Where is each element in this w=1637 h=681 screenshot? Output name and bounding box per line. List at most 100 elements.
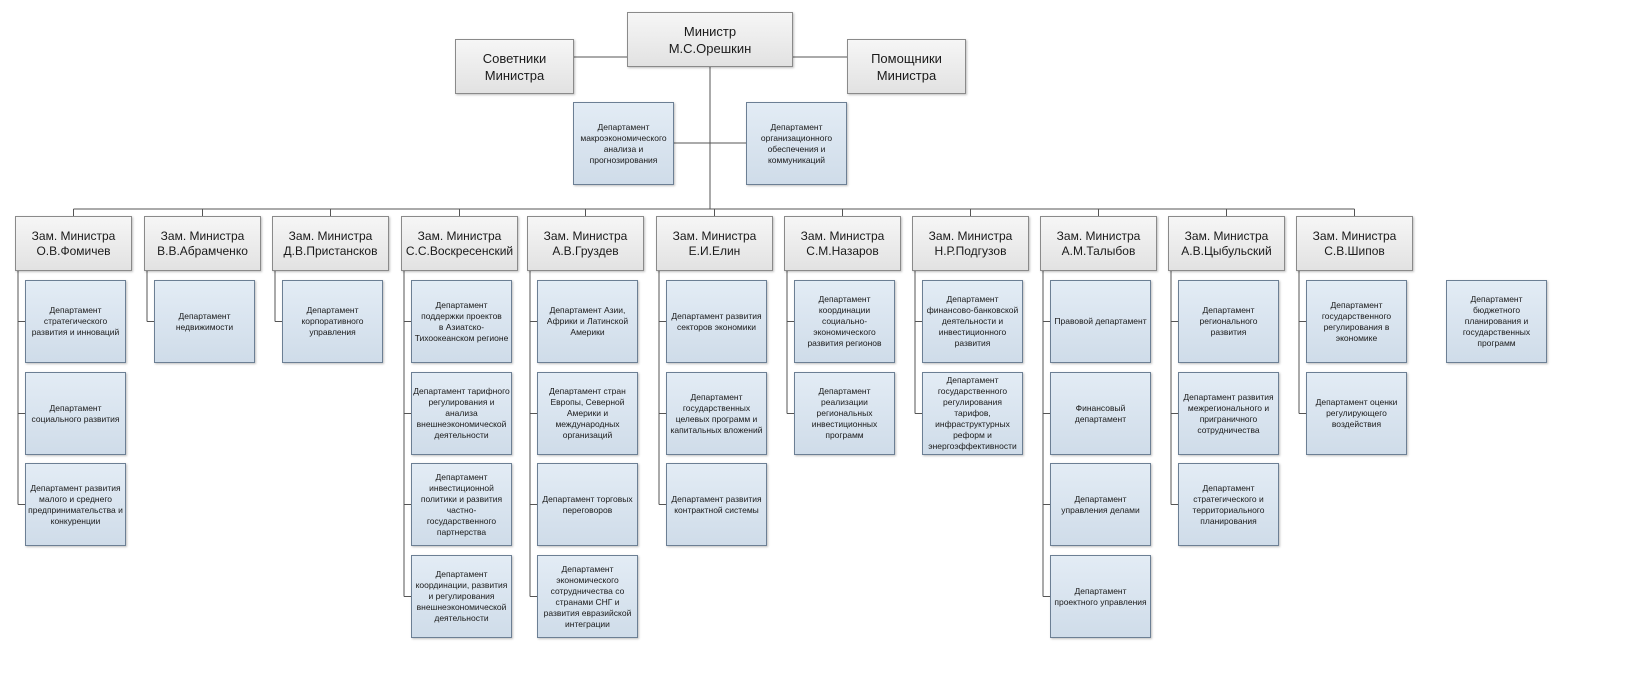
department-box-text: развития — [954, 338, 991, 348]
department-box-text: интеграции — [565, 618, 610, 629]
budget-planning-dept-text: Департамент — [1470, 294, 1523, 304]
deputy-box-text: В.В.Абрамченко — [157, 243, 248, 258]
connector-lines — [17, 56, 1355, 597]
department-box-text: капитальных вложений — [670, 424, 763, 435]
department-box-text: развития и инноваций — [31, 327, 120, 337]
department-box-text: Департамент — [1074, 493, 1127, 504]
deputy-box-text: С.С.Воскресенский — [405, 243, 514, 258]
deputy-box-text: Зам. Министра — [1184, 228, 1269, 243]
macro-analysis-dept-text: анализа и — [603, 143, 644, 154]
department-box-text: Департамент — [1202, 482, 1255, 493]
department-box-text: регулирования в — [1323, 321, 1390, 332]
department-box-text: анализа — [445, 408, 478, 418]
advisors-box-text: Советники — [482, 50, 547, 66]
department-box-text: переговоров — [562, 504, 613, 515]
department-box-text: и регулирования — [428, 591, 495, 601]
department-box-text: реализации — [821, 397, 868, 407]
department-box-text: инфраструктурных — [935, 419, 1010, 429]
deputy-box-text: Зам. Министра — [1312, 228, 1397, 243]
department-box-text: конкуренции — [50, 515, 101, 526]
deputy-box-text: Зам. Министра — [31, 228, 116, 243]
minister-box-text: Министр — [683, 23, 737, 39]
department-box-text: Департамент — [435, 299, 488, 310]
budget-planning-dept-text: государственных — [1462, 327, 1531, 337]
department-box-text: межрегионального и — [1187, 402, 1270, 413]
department-box-text: координации, развития — [415, 580, 508, 590]
assistants-box-text: Министра — [876, 67, 937, 83]
deputy-box-text: Зам. Министра — [160, 228, 245, 243]
department-box-text: Департамент — [49, 402, 102, 413]
department-box-text: Европы, Северной — [550, 397, 625, 407]
org-support-dept-text: коммуникаций — [767, 154, 825, 165]
deputy-box-text: Н.Р.Подгузов — [934, 243, 1007, 258]
org-support-dept-text: Департамент — [770, 121, 823, 132]
department-box-text: тарифов, — [954, 408, 991, 418]
department-box-text: государственного — [426, 515, 497, 526]
department-box-text: реформ и — [953, 430, 992, 440]
department-box-text: Департамент тарифного — [413, 386, 510, 396]
department-box-text: Финансовый — [1075, 402, 1126, 413]
department-box-text: частно- — [446, 504, 477, 515]
department-box-text: программ — [825, 430, 864, 440]
budget-planning-dept-text: программ — [1477, 338, 1516, 348]
department-box-text: стратегического — [43, 316, 108, 326]
department-box-text: государственного — [937, 386, 1008, 396]
department-box-text: регионального — [1199, 316, 1258, 326]
department-box-text: Департамент — [946, 375, 999, 385]
department-box-text: Департамент — [946, 294, 999, 304]
department-box-text: экономике — [1335, 332, 1378, 343]
department-box-text: сотрудничества — [1197, 424, 1260, 435]
deputy-box-text: А.М.Талыбов — [1061, 243, 1136, 258]
macro-analysis-dept-text: Департамент — [597, 121, 650, 132]
department-box-text: деятельности и — [941, 316, 1004, 326]
deputy-box-text: А.В.Груздев — [552, 243, 619, 258]
department-box-text: стратегического и — [1193, 493, 1264, 504]
department-box-text: Департамент — [306, 305, 359, 315]
macro-analysis-dept-text: прогнозирования — [589, 154, 658, 165]
department-box-text: Америки и — [566, 408, 609, 418]
department-box-text: секторов экономики — [676, 321, 756, 332]
department-box-text: Департамент развития — [30, 482, 121, 493]
deputy-box-text: С.М.Назаров — [806, 243, 879, 258]
department-box-text: малого и среднего — [38, 493, 112, 504]
assistants-box-text: Помощники — [871, 50, 942, 66]
department-box-text: деятельности — [434, 430, 489, 440]
department-box-text: инвестиционного — [938, 327, 1007, 337]
department-box-text: контрактной системы — [674, 504, 759, 515]
department-box-text: управления — [309, 327, 356, 337]
department-box-text: недвижимости — [175, 321, 234, 332]
department-box: Правовой департамент — [1050, 280, 1151, 363]
department-box-text: политики и развития — [420, 493, 503, 504]
department-box-text: корпоративного — [301, 316, 364, 326]
deputy-box-text: Е.И.Елин — [688, 243, 741, 258]
department-box-text: Департамент — [818, 294, 871, 304]
deputy-box-text: Зам. Министра — [543, 228, 628, 243]
department-box-text: Департамент — [1074, 585, 1127, 596]
department-box-text: в Азиатско- — [438, 321, 485, 332]
department-box-text: Департамент — [818, 386, 871, 396]
department-box-text: Африки и Латинской — [546, 316, 629, 326]
